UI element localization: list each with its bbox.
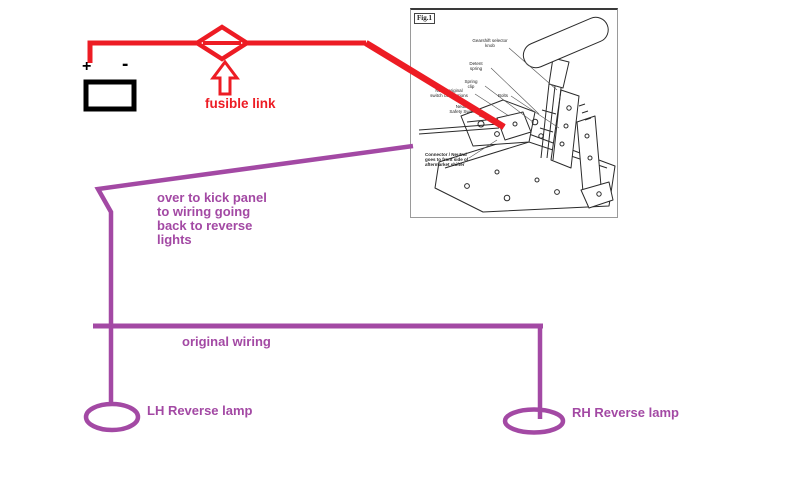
shifter-figure: Fig.1 — [410, 8, 618, 218]
lh-reverse-lamp-label: LH Reverse lamp — [147, 403, 253, 418]
purple-wire-kick-panel — [94, 143, 414, 404]
rh-reverse-lamp-label: RH Reverse lamp — [572, 405, 679, 420]
shifter-handle — [522, 16, 609, 69]
kick-panel-note: over to kick panel to wiring going back … — [157, 190, 267, 247]
red-wire-to-switch — [364, 40, 506, 130]
original-wiring-label: original wiring — [182, 334, 271, 349]
callout-bolts: Bolts — [497, 93, 508, 98]
figure-tag: Fig.1 — [414, 13, 435, 24]
battery-plus-label: + — [82, 58, 92, 75]
rh-lamp-ellipse — [502, 407, 566, 435]
lh-lamp-ellipse — [83, 401, 141, 433]
up-arrow-icon — [210, 59, 240, 96]
fusible-link-label: fusible link — [205, 96, 276, 111]
battery-minus-label: - — [122, 54, 129, 75]
red-power-wire — [87, 40, 366, 63]
battery-symbol — [83, 79, 137, 112]
